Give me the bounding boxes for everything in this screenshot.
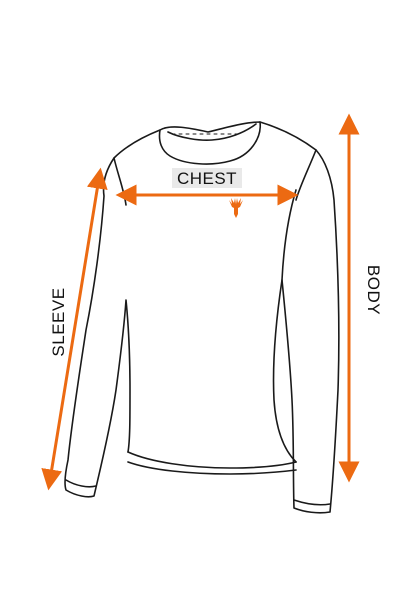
body-label: BODY xyxy=(364,265,383,315)
hem-band xyxy=(127,461,297,475)
sleeve-label: SLEEVE xyxy=(49,287,68,356)
right-armhole-seam xyxy=(295,149,317,201)
left-armhole-seam xyxy=(113,157,127,206)
right-side xyxy=(259,121,340,514)
deer-head-icon xyxy=(229,198,243,218)
sleeve-arrow xyxy=(41,167,108,491)
right-cuff xyxy=(293,499,331,506)
collar xyxy=(158,121,261,165)
left-side xyxy=(64,129,161,498)
right-body-seam xyxy=(272,279,297,463)
hem xyxy=(127,451,297,469)
chest-label: CHEST xyxy=(177,169,237,188)
collar-inner xyxy=(167,123,257,141)
chest-label-bg xyxy=(172,168,242,188)
left-cuff xyxy=(65,479,97,488)
